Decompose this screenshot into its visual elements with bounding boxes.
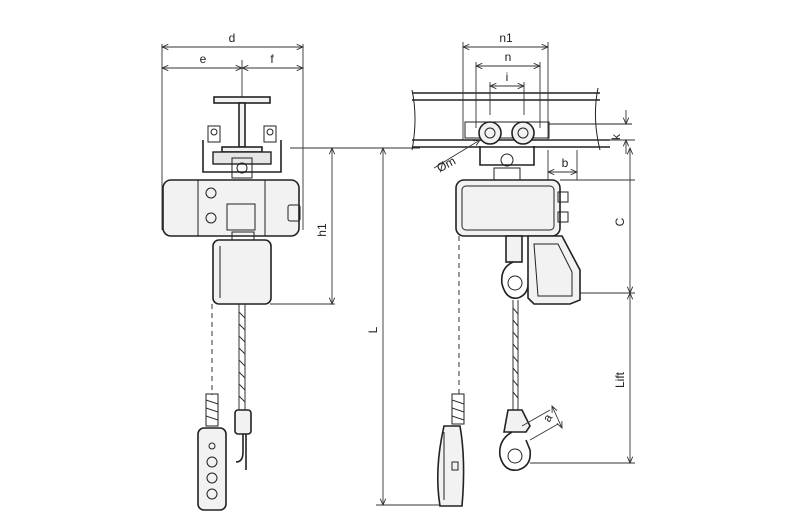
dim-b: b [548, 150, 577, 180]
label-L: L [366, 326, 380, 333]
label-C: C [613, 217, 627, 226]
label-e: e [200, 52, 207, 66]
label-d: d [229, 31, 236, 45]
lower-hook-front [498, 409, 532, 472]
dim-n: n [476, 50, 540, 128]
label-i: i [506, 70, 509, 84]
label-b: b [562, 156, 569, 170]
chain-front [512, 300, 519, 410]
hoist-body-front [455, 179, 569, 237]
dim-h1: h1 [270, 148, 420, 304]
dim-C: C [560, 148, 635, 293]
label-k: k [609, 133, 623, 140]
label-lift: Lift [613, 371, 627, 388]
label-m: Øm [434, 154, 458, 175]
pendant-side [197, 393, 227, 511]
dim-a: a [521, 406, 562, 441]
chain-container-side [212, 239, 272, 305]
trolley-front [464, 121, 550, 181]
i-beam [213, 96, 271, 153]
dim-m: Øm [433, 140, 480, 175]
side-view: d e f [162, 31, 420, 511]
chain-container-front [527, 235, 581, 305]
label-n1: n1 [499, 31, 513, 45]
dim-k: k [548, 110, 635, 154]
hook-side [234, 409, 252, 470]
label-n: n [505, 50, 512, 64]
label-h1: h1 [315, 223, 329, 237]
dim-i: i [490, 70, 524, 115]
chain-side [238, 304, 246, 410]
label-f: f [270, 52, 274, 66]
dim-lift: Lift [530, 293, 635, 463]
pendant-front [436, 393, 465, 507]
dim-d: d [162, 31, 303, 230]
hoist-body-side [162, 179, 301, 243]
trolley [202, 125, 282, 179]
upper-hook-front [500, 235, 530, 300]
dim-n1: n1 [463, 31, 548, 140]
dim-e-f: e f [162, 52, 303, 100]
front-view: n1 n i k [366, 31, 635, 507]
label-a: a [540, 411, 556, 424]
